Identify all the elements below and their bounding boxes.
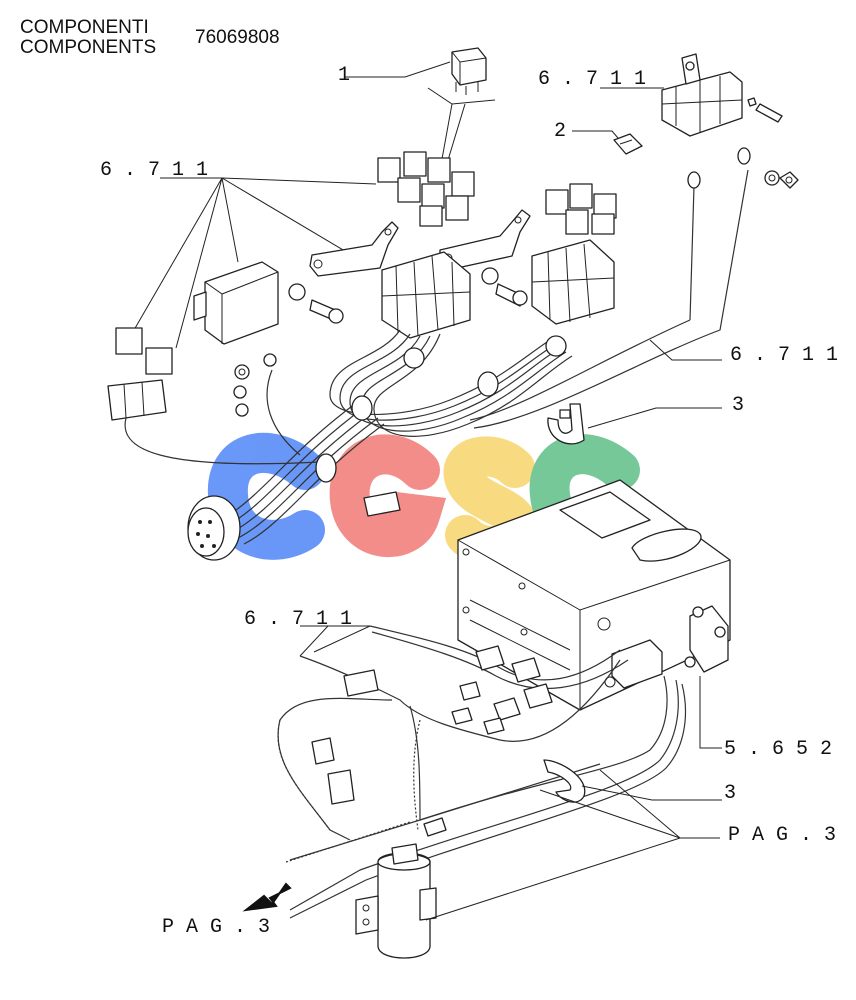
washer-middle	[481, 267, 499, 285]
relay-block-middle	[381, 251, 471, 339]
round-connector	[187, 495, 241, 561]
callout-ref-5652: 5 . 6 5 2	[724, 738, 832, 761]
flasher-unit	[193, 261, 279, 345]
callout-ref-6711-right: 6 . 7 1 1	[730, 344, 838, 367]
fuse-part-2	[613, 133, 643, 155]
leader-ref-6711-left-fan	[133, 177, 377, 349]
leader-item-2	[572, 130, 619, 139]
washer-left	[288, 283, 306, 301]
watermark-letter-c1	[207, 432, 325, 560]
bolt-left	[309, 299, 344, 324]
fuse-connector-small	[363, 491, 401, 517]
callout-ref-6711-top-right: 6 . 7 1 1	[538, 68, 646, 91]
ring-terminals-right	[687, 147, 751, 189]
leader-item-3-upper	[587, 407, 722, 429]
callout-item-3-lower: 3	[724, 782, 736, 805]
callout-item-3-upper: 3	[732, 394, 744, 417]
callout-ref-6711-left: 6 . 7 1 1	[100, 159, 208, 182]
leader-item-3-lower	[581, 785, 722, 801]
leader-ref-6711-right	[649, 339, 722, 361]
bracket-left	[309, 221, 399, 277]
nut-washer-top-right	[764, 170, 799, 189]
relay-block-right	[531, 239, 615, 325]
wiring-harness	[124, 169, 749, 545]
callout-item-1: 1	[338, 64, 350, 87]
receiver-dryer	[355, 843, 437, 959]
leader-part-1-bracket	[427, 87, 496, 105]
coiled-cables	[277, 719, 421, 863]
callout-item-2: 2	[554, 120, 566, 143]
bolt-middle	[495, 283, 528, 307]
fuse-box-top-right	[661, 53, 783, 137]
title-english: COMPONENTS	[20, 37, 157, 58]
watermark-letter-g	[329, 434, 447, 558]
valve-block	[611, 605, 729, 689]
nuts-left	[233, 353, 277, 417]
callout-ref-6711-lower: 6 . 7 1 1	[244, 608, 352, 631]
arrow-down-left-icon	[242, 882, 292, 912]
relay-part-1	[451, 47, 487, 95]
document-number: 76069808	[195, 27, 280, 48]
title-italian: COMPONENTI	[20, 17, 149, 38]
relay-cluster-upper	[377, 151, 475, 227]
callout-ref-pag3-left: P A G . 3	[162, 916, 270, 939]
lower-harness	[277, 625, 687, 919]
cable-tie-lower	[543, 759, 586, 803]
cable-tie-upper	[547, 403, 585, 445]
leader-item-1	[345, 61, 451, 78]
small-relays-left	[107, 327, 173, 421]
leader-ref-pag3-right	[425, 769, 720, 921]
leader-ref-5652	[699, 676, 722, 749]
callout-ref-pag3-right: P A G . 3	[728, 824, 836, 847]
relay-cluster-right	[545, 183, 617, 235]
